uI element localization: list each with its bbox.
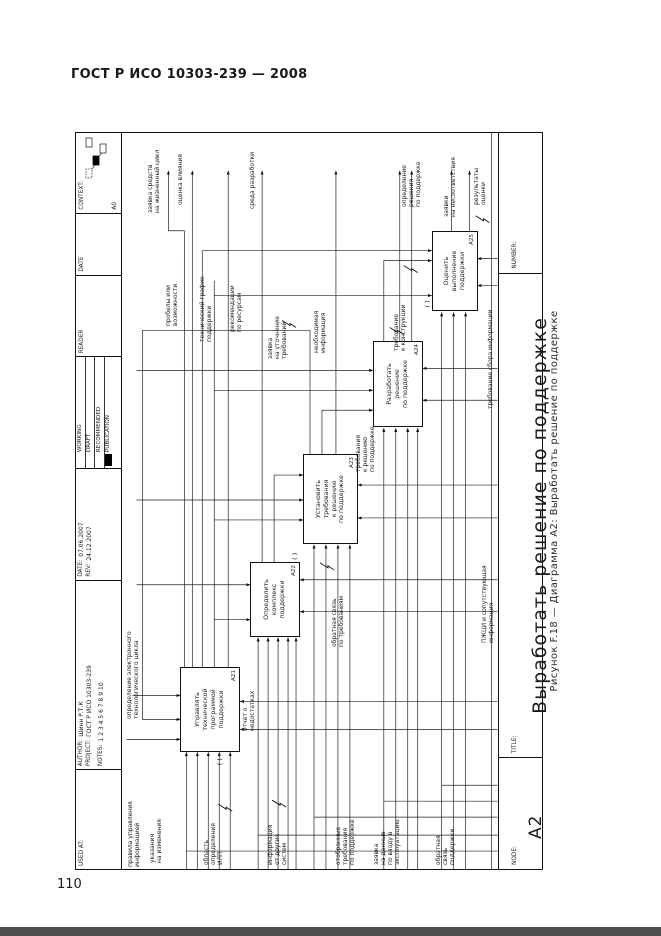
arrow-label: информация от других систем — [267, 824, 288, 865]
status-cell: WORKING DRAFT RECOMMENDED PUBLICATION — [76, 356, 121, 469]
tunnel-marks: ( ) ( ) ( ) — [216, 300, 431, 765]
arrow-label: отобранные требования по поддержке — [335, 819, 356, 865]
form-header-strip: USED AT: AUTHOR: Шинн Р.Т.К PROJECT: ГОС… — [76, 133, 122, 869]
svg-text:( ): ( ) — [216, 758, 224, 765]
arrow-label: результаты оценки — [473, 167, 487, 205]
box-number: А21 — [231, 670, 238, 681]
title-cell: TITLE: Выработать решение по поддержке — [499, 272, 551, 758]
status-publication: PUBLICATION — [105, 357, 114, 468]
author-cell: AUTHOR: Шинн Р.Т.К PROJECT: ГОСТ Р ИСО 1… — [76, 579, 121, 770]
arrow-label: оценка влияния — [177, 154, 184, 205]
arrow-label: заявки на несоответствия — [443, 157, 457, 217]
activity-box-a22: Определить комплекс поддержки А22 — [250, 562, 300, 637]
arrow-label: отчет о недостатках — [242, 690, 256, 731]
arrow-label: обратная связь поддержки — [435, 828, 456, 865]
form-footer-strip: NODE: А2 TITLE: Выработать решение по по… — [498, 133, 551, 869]
context-thumbnail — [85, 137, 107, 179]
box-number: А25 — [469, 234, 476, 245]
author-value: Шинн Р.Т.К — [78, 701, 85, 737]
call-arrow-marks — [218, 215, 490, 812]
arrow-label: требования к решению по поддержке — [355, 426, 376, 472]
status-recommended: RECOMMENDED — [95, 357, 105, 469]
box-number: А24 — [414, 344, 421, 355]
arrow-label: технический график поддержки — [199, 276, 213, 342]
number-cell: NUMBER: — [499, 133, 542, 273]
context-node: А0 — [110, 201, 118, 210]
arrow-label: требование сбора информации — [487, 309, 494, 409]
arrow-label: правила управления информацией — [127, 801, 141, 867]
diagram-field: ( ) ( ) ( ) Управлять технической програ… — [122, 133, 498, 869]
status-draft: DRAFT — [85, 357, 96, 469]
date-label: DATE: — [78, 559, 84, 577]
activity-box-a25: Оценить выполнение поддержки А25 — [432, 231, 478, 311]
status-working: WORKING — [76, 357, 86, 469]
box-number: А22 — [291, 565, 298, 576]
status-marker — [105, 454, 113, 467]
arrow-label: ПЖЦИ и сопутствующая информация — [481, 565, 495, 643]
arrow-label: рекомендации по ресурсам — [229, 285, 243, 332]
svg-text:( ): ( ) — [424, 300, 432, 307]
notes-value: 1 2 3 4 5 6 7 8 9 10 — [98, 682, 106, 742]
title-label: TITLE: — [512, 735, 518, 754]
context-cell: CONTEXT: А0 — [76, 133, 121, 213]
rev-value: 24.12.2007 — [86, 526, 94, 561]
arrow-label: заявка на данные по вводу в эксплуатацию — [373, 819, 401, 865]
arrow-label: заявка средств на жизненный цикл — [147, 149, 161, 213]
scan-edge-artifact — [0, 927, 661, 936]
diagram-title: Выработать решение по поддержке — [529, 317, 551, 714]
activity-box-a21: Управлять технической программой поддерж… — [180, 667, 240, 752]
date-value: 07.06.2007 — [78, 522, 85, 557]
reader-label: READER — [79, 329, 85, 354]
arrow-label: заявка на уточнение требований — [267, 316, 288, 359]
arrow-label: среда разработки — [249, 151, 256, 209]
node-label: NODE: — [512, 846, 518, 865]
svg-text:( ): ( ) — [291, 553, 299, 560]
document-header: ГОСТ Р ИСО 10303-239 — 2008 — [71, 67, 308, 82]
context-label: CONTEXT: — [79, 180, 85, 210]
date-cell: DATE: 07.06.2007 REV: 24.12.2007 — [76, 468, 121, 580]
node-value: А2 — [526, 814, 546, 839]
arrow-label: пробелы или возможности — [165, 283, 179, 326]
activity-box-a24: Разработать решение по поддержке А24 — [373, 341, 423, 427]
arrow-label: определение электронного технологическог… — [126, 631, 140, 719]
date2-cell: DATE — [76, 212, 121, 275]
reader-cell: READER — [76, 274, 121, 357]
page-number: 110 — [57, 877, 82, 892]
author-label: AUTHOR: — [78, 739, 84, 767]
number-label: NUMBER: — [512, 241, 518, 269]
arrow-network: ( ) ( ) ( ) — [126, 133, 498, 869]
used-at-label: USED AT: — [79, 839, 85, 866]
node-cell: NODE: А2 — [499, 757, 546, 869]
project-label: PROJECT: — [86, 739, 93, 767]
project-value: ГОСТ Р ИСО 10303-239 — [86, 665, 94, 737]
figure-caption: Рисунок F.18 — Диаграмма А2: Выработать … — [549, 310, 560, 692]
arrow-label: область определения ИЛП — [203, 823, 224, 865]
notes-label: NOTES: — [98, 744, 105, 767]
rotated-diagram-area: USED AT: AUTHOR: Шинн Р.Т.К PROJECT: ГОС… — [75, 130, 580, 870]
idef0-form: USED AT: AUTHOR: Шинн Р.Т.К PROJECT: ГОС… — [75, 132, 551, 870]
arrow-label: определение решения по поддержке — [401, 161, 422, 207]
activity-box-a23: Установить требования к решению по подде… — [303, 454, 358, 544]
arrow-label: требование к конструкции — [393, 304, 407, 351]
arrow-label: указания на изменения — [149, 819, 163, 863]
arrow-label: необходимая информация — [313, 310, 327, 353]
used-at-cell: USED AT: — [76, 769, 121, 869]
date2-label: DATE — [79, 256, 85, 272]
rev-label: REV: — [86, 563, 93, 577]
arrow-label: обратная связь по требованиям — [331, 595, 345, 647]
